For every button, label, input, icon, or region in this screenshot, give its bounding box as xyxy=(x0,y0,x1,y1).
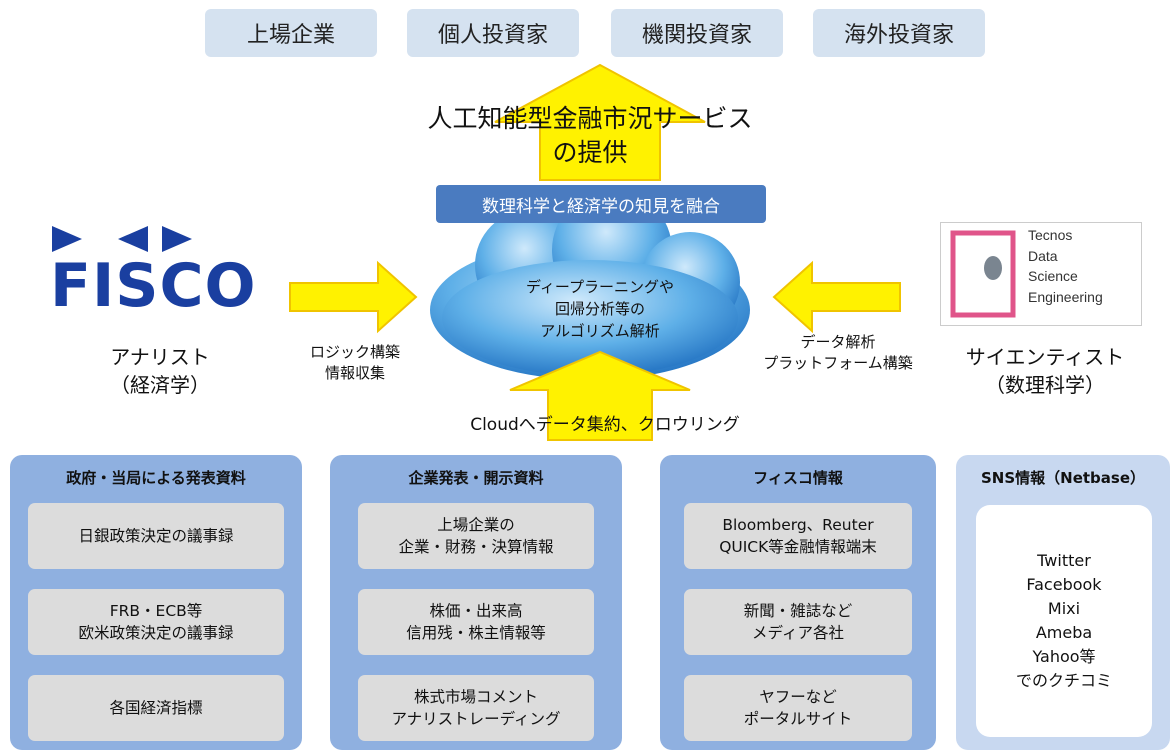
panel-item: FRB・ECB等 欧米政策決定の議事録 xyxy=(28,589,284,655)
panel-item: 新聞・雑誌など メディア各社 xyxy=(684,589,912,655)
panel-corporate: 企業発表・開示資料 上場企業の 企業・財務・決算情報 株価・出来高 信用残・株主… xyxy=(330,455,622,750)
top-box-overseas-investors: 海外投資家 xyxy=(813,9,985,57)
panel-government: 政府・当局による発表資料 日銀政策決定の議事録 FRB・ECB等 欧米政策決定の… xyxy=(10,455,302,750)
service-title-line2: の提供 xyxy=(552,138,628,167)
panel-sns: SNS情報（Netbase） Twitter Facebook Mixi Ame… xyxy=(956,455,1170,750)
right-arrow-label: データ解析 プラットフォーム構築 xyxy=(748,332,928,374)
panel-title: SNS情報（Netbase） xyxy=(980,469,1146,487)
cloud-label-line3: アルゴリズム解析 xyxy=(540,322,660,340)
left-arrow-label-line1: ロジック構築 xyxy=(309,343,400,361)
left-arrow-label-line2: 情報収集 xyxy=(324,364,385,382)
panel-item: 株式市場コメント アナリストレーディング xyxy=(358,675,594,741)
panel-item: ヤフーなど ポータルサイト xyxy=(684,675,912,741)
top-box-individual-investors: 個人投資家 xyxy=(407,9,579,57)
up-arrow-icon xyxy=(494,63,706,181)
panel-title: 企業発表・開示資料 xyxy=(408,469,544,487)
tecnos-logo-text: Tecnos Data Science Engineering xyxy=(1028,227,1103,305)
top-box-institutional-investors: 機関投資家 xyxy=(611,9,783,57)
panel-item: 日銀政策決定の議事録 xyxy=(28,503,284,569)
scientist-role: サイエンティスト （数理科学） xyxy=(955,343,1135,399)
top-box-listed-companies: 上場企業 xyxy=(205,9,377,57)
cloud-aggregation-label: Cloudへデータ集約、クロウリング xyxy=(470,415,740,435)
analyst-role-line1: アナリスト xyxy=(110,345,210,369)
tecnos-door-icon xyxy=(950,230,1016,318)
fisco-triangle-icon xyxy=(118,226,148,252)
panel-fisco: フィスコ情報 Bloomberg、Reuter QUICK等金融情報端末 新聞・… xyxy=(660,455,936,750)
right-arrow-label-line1: データ解析 xyxy=(800,333,876,351)
panel-item: 各国経済指標 xyxy=(28,675,284,741)
panel-item: 株価・出来高 信用残・株主情報等 xyxy=(358,589,594,655)
panel-item: 上場企業の 企業・財務・決算情報 xyxy=(358,503,594,569)
panel-item: Bloomberg、Reuter QUICK等金融情報端末 xyxy=(684,503,912,569)
cloud-label: ディープラーニングや 回帰分析等の アルゴリズム解析 xyxy=(470,276,730,342)
tecnos-logo xyxy=(940,222,1142,326)
right-arrow-icon xyxy=(289,260,418,334)
fusion-band: 数理科学と経済学の知見を融合 xyxy=(436,185,766,223)
left-arrow-label: ロジック構築 情報収集 xyxy=(290,342,420,384)
analyst-role: アナリスト （経済学） xyxy=(80,343,240,399)
scientist-role-line1: サイエンティスト xyxy=(965,345,1125,369)
scientist-role-line2: （数理科学） xyxy=(985,373,1105,397)
fisco-logo: FISCO xyxy=(50,251,257,321)
fisco-triangle-icon xyxy=(52,226,82,252)
panel-title: 政府・当局による発表資料 xyxy=(66,469,246,487)
bottom-up-arrow-icon xyxy=(509,350,691,441)
service-title-line1: 人工知能型金融市況サービス xyxy=(427,104,753,133)
service-title: 人工知能型金融市況サービス の提供 xyxy=(380,102,800,170)
left-arrow-icon xyxy=(772,260,901,334)
fisco-triangle-icon xyxy=(162,226,192,252)
sns-list: Twitter Facebook Mixi Ameba Yahoo等 でのクチコ… xyxy=(976,505,1152,737)
right-arrow-label-line2: プラットフォーム構築 xyxy=(763,354,913,372)
cloud-label-line1: ディープラーニングや xyxy=(525,278,675,296)
cloud-label-line2: 回帰分析等の xyxy=(554,300,645,318)
analyst-role-line2: （経済学） xyxy=(110,373,210,397)
panel-title: フィスコ情報 xyxy=(753,469,843,487)
